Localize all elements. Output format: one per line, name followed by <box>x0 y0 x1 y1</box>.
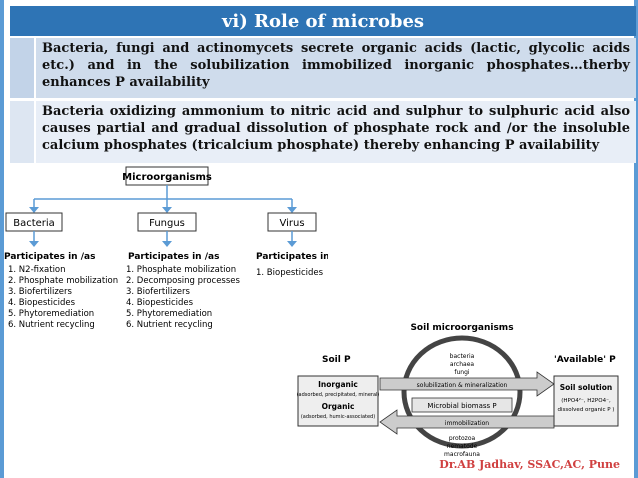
immobilization-label: immobilization <box>445 420 489 427</box>
organic-sub: (adsorbed, humic-associated) <box>301 414 375 420</box>
predator-label: nematode <box>447 443 478 450</box>
list-item: 3. Biofertilizers <box>126 287 191 297</box>
left-frame-bar <box>0 0 4 478</box>
list-item: 2. Phosphate mobilization <box>8 276 118 286</box>
solution-label: Soil solution <box>560 383 612 392</box>
bacteria-heading: Participates in /as <box>4 252 95 262</box>
organism-label: archaea <box>450 361 474 368</box>
list-item: 5. Phytoremediation <box>8 309 94 319</box>
row-marker-cell <box>10 101 36 163</box>
list-item: 3. Biofertilizers <box>8 287 73 297</box>
predator-label: macrofauna <box>444 451 480 458</box>
organism-label: fungi <box>454 369 470 376</box>
list-item: 1. N2-fixation <box>8 265 66 275</box>
virus-label: Virus <box>279 218 304 229</box>
solution-sub: dissolved organic P ) <box>558 407 615 413</box>
solubilization-label: solubilization & mineralization <box>417 382 508 389</box>
solution-sub: (HPO4²⁻, H2PO4⁻, <box>561 397 611 404</box>
soil-p-box <box>297 375 379 427</box>
table-row: Bacteria, fungi and actinomycets secrete… <box>10 38 636 98</box>
available-p-label: 'Available' P <box>554 355 616 365</box>
list-item: 1. Biopesticides <box>256 268 324 278</box>
list-item: 4. Biopesticides <box>8 298 76 308</box>
biomass-label: Microbial biomass P <box>427 402 496 410</box>
list-item: 2. Decomposing processes <box>126 276 241 286</box>
predator-label: protozoa <box>449 435 476 442</box>
inorganic-label: Inorganic <box>318 380 358 389</box>
author-footer: Dr.AB Jadhav, SSAC,AC, Pune <box>439 458 620 471</box>
row-text: Bacteria oxidizing ammonium to nitric ac… <box>42 104 630 153</box>
table-row: Bacteria oxidizing ammonium to nitric ac… <box>10 101 636 163</box>
fungus-heading: Participates in /as <box>128 252 219 262</box>
virus-heading: Participates in /as <box>256 252 328 262</box>
organism-label: bacteria <box>450 353 475 360</box>
soil-solution-box <box>553 375 619 427</box>
right-frame-bar <box>634 0 638 478</box>
row-text: Bacteria, fungi and actinomycets secrete… <box>42 41 630 90</box>
soil-p-cycle-diagram: Soil microorganisms Soil P 'Available' P… <box>292 318 622 458</box>
fungus-label: Fungus <box>149 218 185 229</box>
list-item: 4. Biopesticides <box>126 298 194 308</box>
microorganisms-diagram: Microorganisms Bacteria Fungus Virus Par… <box>4 165 347 335</box>
inorganic-sub: (adsorbed, precipitated, mineral) <box>297 392 380 398</box>
biomass-box <box>411 397 513 413</box>
root-label: Microorganisms <box>122 172 212 183</box>
slide-title: vi) Role of microbes <box>10 6 636 36</box>
list-item: 6. Nutrient recycling <box>126 320 213 330</box>
list-item: 6. Nutrient recycling <box>8 320 95 330</box>
list-item: 5. Phytoremediation <box>126 309 212 319</box>
diagram-title: Soil microorganisms <box>410 323 513 333</box>
bacteria-label: Bacteria <box>13 218 55 229</box>
row-marker-cell <box>10 38 36 98</box>
list-item: 1. Phosphate mobilization <box>126 265 236 275</box>
soil-p-label: Soil P <box>322 355 351 365</box>
organic-label: Organic <box>322 402 355 411</box>
